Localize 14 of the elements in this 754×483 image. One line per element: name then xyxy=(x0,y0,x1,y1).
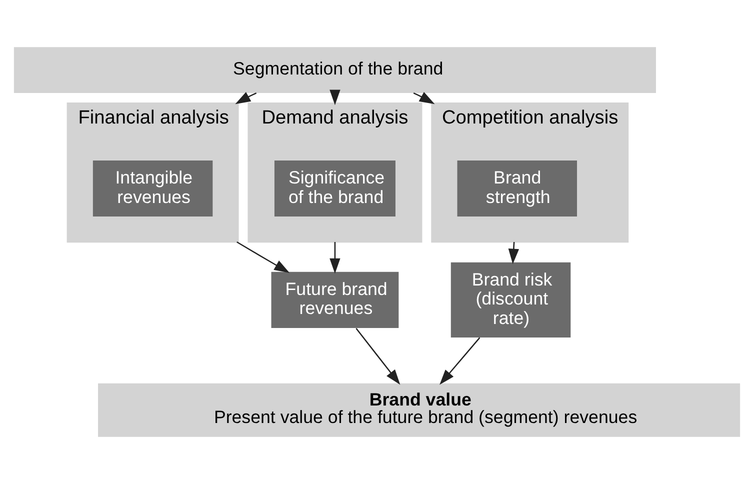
arrow xyxy=(413,92,435,104)
arrow xyxy=(330,242,340,274)
arrow xyxy=(330,89,340,105)
node-box: Future brand revenues xyxy=(271,271,399,328)
arrow xyxy=(236,240,290,272)
arrow xyxy=(440,336,480,384)
arrow xyxy=(235,92,257,104)
arrow xyxy=(356,328,400,384)
arrow xyxy=(508,241,520,264)
node-box: Significance of the brand xyxy=(274,160,396,216)
node-box: Brand risk (discount rate) xyxy=(450,262,571,338)
node-box: Intangible revenues xyxy=(92,160,213,216)
node-box: Brand strength xyxy=(457,160,577,216)
node-box: Brand value Present value of the future brand (segment) revenues xyxy=(98,382,740,436)
